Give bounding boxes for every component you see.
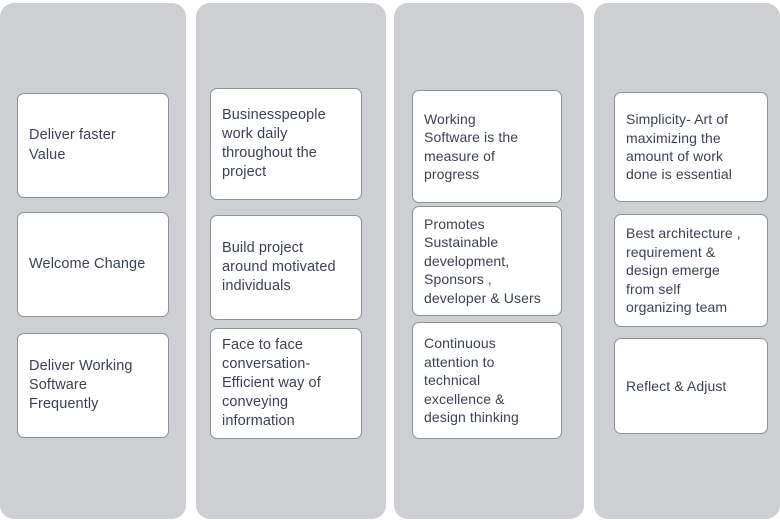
card-text: Welcome Change bbox=[29, 255, 146, 272]
card-text: Promotes Sustainable development, Sponso… bbox=[424, 215, 541, 306]
card[interactable]: Businesspeople work daily throughout the… bbox=[210, 88, 362, 200]
card[interactable]: Build project around motivated individua… bbox=[210, 215, 362, 320]
card-text: Businesspeople work daily throughout the… bbox=[222, 106, 326, 181]
card[interactable]: Continuous attention to technical excell… bbox=[412, 322, 562, 439]
card-text: Face to face conversation- Efficient way… bbox=[222, 336, 321, 430]
card-text: Reflect & Adjust bbox=[626, 377, 727, 394]
card[interactable]: Face to face conversation- Efficient way… bbox=[210, 328, 362, 439]
card-text: Build project around motivated individua… bbox=[222, 239, 336, 295]
card-text: Continuous attention to technical excell… bbox=[424, 335, 519, 426]
card[interactable]: Deliver faster Value bbox=[17, 93, 169, 198]
card[interactable]: Best architecture , requirement & design… bbox=[614, 214, 768, 327]
card[interactable]: Simplicity- Art of maximizing the amount… bbox=[614, 92, 768, 202]
board-column-1: Deliver faster Value Welcome Change Deli… bbox=[0, 3, 186, 519]
card-text: Deliver Working Software Frequently bbox=[29, 357, 133, 413]
card-text: Simplicity- Art of maximizing the amount… bbox=[626, 111, 732, 183]
card[interactable]: Reflect & Adjust bbox=[614, 338, 768, 434]
card[interactable]: Welcome Change bbox=[17, 212, 169, 317]
card-text: Best architecture , requirement & design… bbox=[626, 225, 741, 316]
card[interactable]: Promotes Sustainable development, Sponso… bbox=[412, 206, 562, 316]
card-text: Deliver faster Value bbox=[29, 127, 116, 163]
card-text: Working Software is the measure of progr… bbox=[424, 110, 519, 182]
board-column-3: Working Software is the measure of progr… bbox=[394, 3, 584, 519]
board-column-4: Simplicity- Art of maximizing the amount… bbox=[594, 3, 780, 519]
board-column-2: Businesspeople work daily throughout the… bbox=[196, 3, 386, 519]
card[interactable]: Deliver Working Software Frequently bbox=[17, 333, 169, 438]
card[interactable]: Working Software is the measure of progr… bbox=[412, 90, 562, 203]
